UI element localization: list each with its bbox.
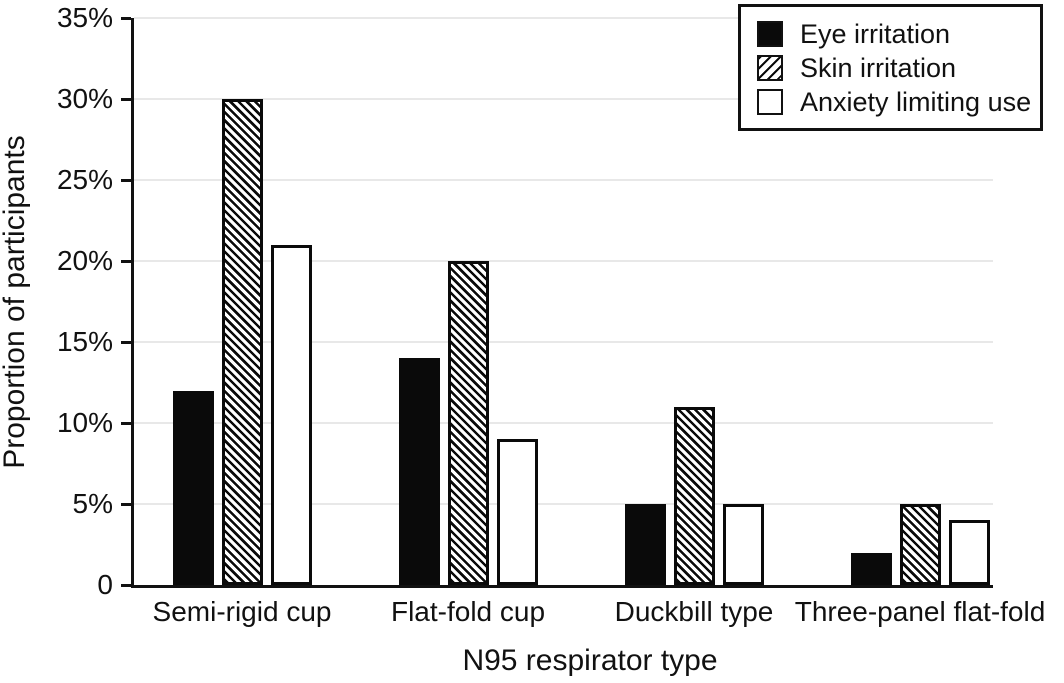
legend-item-anxiety-limiting-use: Anxiety limiting use xyxy=(757,86,1032,117)
legend-item-skin-irritation: Skin irritation xyxy=(757,52,1032,83)
bar-group-flat-fold-cup xyxy=(398,18,538,585)
x-category-label: Duckbill type xyxy=(614,596,774,627)
x-axis-title: N95 respirator type xyxy=(462,644,718,677)
y-tick-mark xyxy=(121,583,131,587)
y-tick-label: 5% xyxy=(72,488,113,519)
bar-anxiety-limiting-use xyxy=(496,439,538,585)
legend-swatch-anxiety-limiting-use xyxy=(757,89,783,115)
y-tick-mark xyxy=(121,502,131,506)
x-category-label: Three-panel flat-fold xyxy=(794,596,1046,627)
x-category-label: Flat-fold cup xyxy=(390,596,546,627)
y-tick-label: 15% xyxy=(56,326,113,357)
legend-label: Eye irritation xyxy=(800,18,951,49)
bar-group-three-panel-flat-fold xyxy=(850,18,990,585)
gridline xyxy=(134,179,993,181)
bar-anxiety-limiting-use xyxy=(948,520,990,585)
y-tick-label: 20% xyxy=(56,245,113,276)
gridline xyxy=(134,98,993,100)
bar-anxiety-limiting-use xyxy=(722,504,764,585)
y-tick-mark xyxy=(121,340,131,344)
bar-skin-irritation xyxy=(221,99,263,585)
bar-group-duckbill-type xyxy=(624,18,764,585)
x-category-label: Semi-rigid cup xyxy=(152,596,332,627)
y-tick-label: 10% xyxy=(56,407,113,438)
bar-eye-irritation xyxy=(624,504,666,585)
gridline xyxy=(134,503,993,505)
y-tick-mark xyxy=(121,178,131,182)
legend-item-eye-irritation: Eye irritation xyxy=(757,18,1032,49)
gridline xyxy=(134,17,993,19)
y-tick-label: 35% xyxy=(56,2,113,33)
y-tick-label: 30% xyxy=(56,83,113,114)
legend-swatch-skin-irritation xyxy=(757,55,783,81)
bar-eye-irritation xyxy=(398,358,440,585)
gridline xyxy=(134,422,993,424)
bar-eye-irritation xyxy=(172,390,214,585)
plot-area: 0 5% 10% 15% 20% 25% 30% 35% xyxy=(57,2,993,600)
bar-skin-irritation xyxy=(673,406,715,585)
legend-swatch-eye-irritation xyxy=(757,21,783,47)
gridline xyxy=(134,260,993,262)
bar-group-semi-rigid-cup xyxy=(172,18,312,585)
y-tick-mark xyxy=(121,259,131,263)
gridline xyxy=(134,341,993,343)
y-tick-mark xyxy=(121,97,131,101)
y-tick-mark xyxy=(121,16,131,20)
bar-eye-irritation xyxy=(850,552,892,585)
bar-skin-irritation xyxy=(447,261,489,585)
y-tick-label: 0 xyxy=(97,569,113,600)
bar-skin-irritation xyxy=(899,504,941,585)
y-tick-label: 25% xyxy=(56,164,113,195)
bar-anxiety-limiting-use xyxy=(270,244,312,585)
legend-label: Skin irritation xyxy=(800,52,957,83)
y-tick-mark xyxy=(121,421,131,425)
legend-label: Anxiety limiting use xyxy=(800,86,1032,117)
